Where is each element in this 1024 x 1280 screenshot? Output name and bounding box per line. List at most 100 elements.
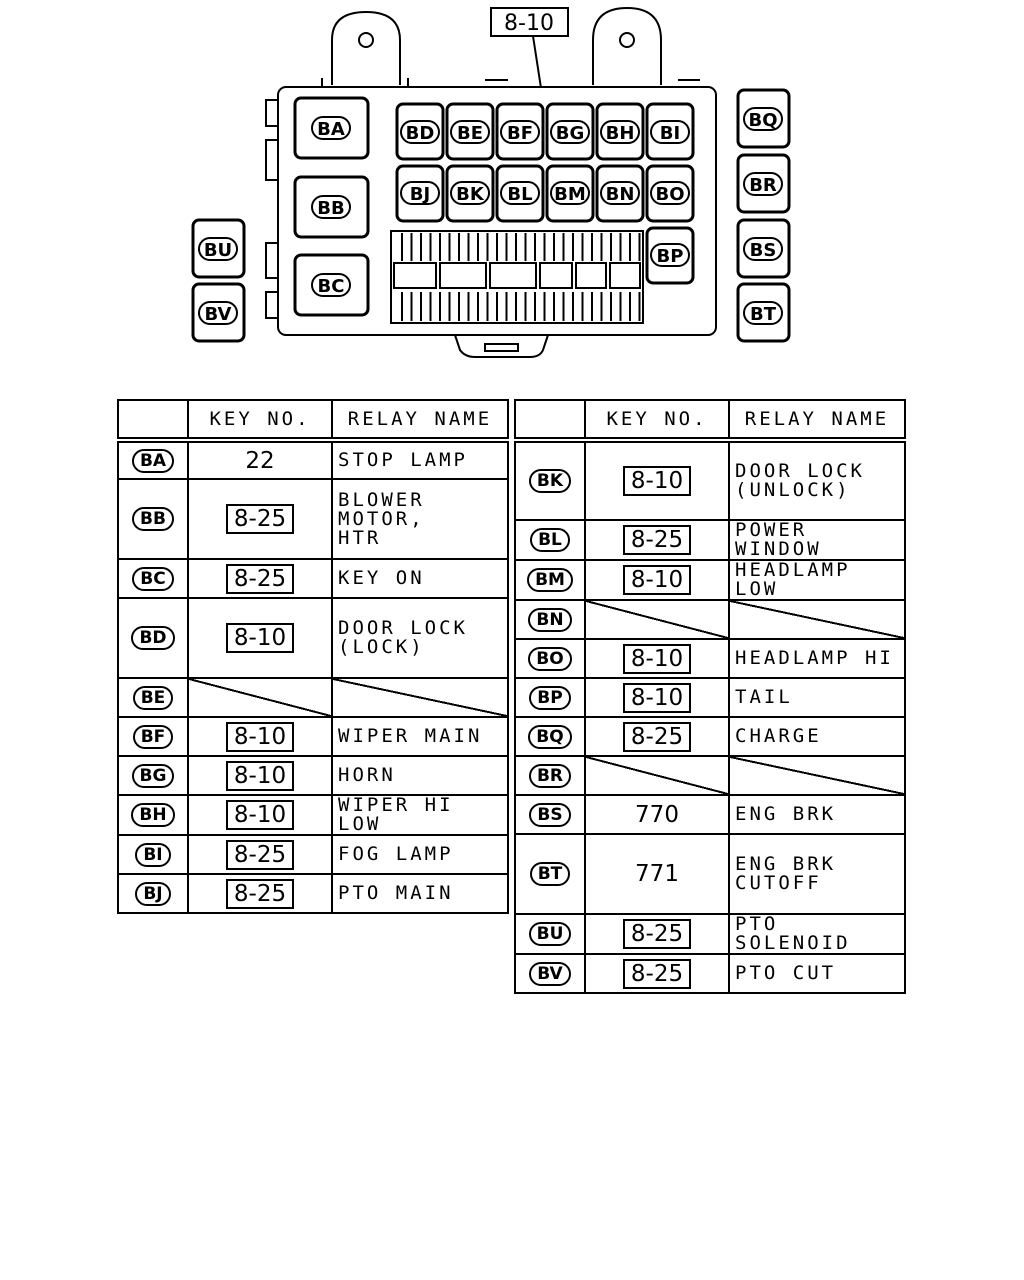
right-mounting-ear (592, 6, 662, 85)
relay-socket (395, 102, 445, 161)
relay-name-cell: DOOR LOCK (LOCK) (331, 597, 509, 679)
relay-name-cell: KEY ON (331, 558, 509, 599)
relay-name-cell: STOP LAMP (331, 439, 509, 480)
relay-code-cell: BO (514, 638, 586, 679)
relay-name-cell: WIPER MAIN (331, 716, 509, 757)
key-no-cell (187, 677, 333, 718)
relay-code-cell: BE (117, 677, 189, 718)
key-no-cell: 8-10 (584, 559, 730, 601)
relay-code-cell: BK (514, 439, 586, 521)
relay-label: BJ (410, 184, 430, 205)
relay-label-oval (650, 243, 690, 267)
key-no: 22 (245, 447, 275, 474)
relay-socket (445, 164, 495, 223)
top-reference-box (490, 7, 569, 37)
key-no-cell: 8-25 (584, 913, 730, 955)
table-header-row: KEY NO. RELAY NAME (117, 399, 509, 441)
relay-label: BB (317, 198, 344, 219)
relay-label: BQ (748, 110, 777, 131)
relay-label-oval (550, 120, 590, 144)
relay-code-cell: BC (117, 558, 189, 599)
relay-label: BV (205, 304, 232, 325)
relay-code: BH (131, 803, 175, 827)
relay-name-cell (331, 677, 509, 718)
relay-code-cell: BQ (514, 716, 586, 757)
table-row: BR (514, 755, 906, 796)
relay-socket (545, 164, 595, 223)
relay-code: BJ (135, 881, 171, 906)
relay-label-oval (450, 181, 490, 205)
relay-name: HEADLAMP HI (735, 647, 894, 669)
relay-code: BU (528, 922, 572, 946)
relay-label: BL (507, 184, 532, 205)
fuse-block (390, 230, 644, 324)
relay-code: BQ (528, 724, 572, 749)
key-no: 8-10 (225, 760, 295, 791)
key-no: 8-25 (225, 839, 295, 870)
relay-name: PTO MAIN (338, 882, 454, 904)
key-no-cell: 8-10 (584, 677, 730, 718)
relay-label: BU (204, 240, 232, 261)
relay-label-oval (311, 273, 351, 297)
relay-socket (495, 164, 545, 223)
relay-name-cell: POWER WINDOW (728, 519, 906, 561)
relay-code: BN (528, 607, 572, 632)
key-no-cell: 8-10 (584, 638, 730, 679)
relay-name-cell: PTO MAIN (331, 873, 509, 914)
relay-code-cell: BF (117, 716, 189, 757)
key-no: 8-25 (225, 504, 295, 534)
key-no: 771 (635, 861, 679, 887)
relay-name: BLOWER MOTOR, HTR (338, 488, 425, 549)
relay-label: BC (318, 276, 345, 297)
relay-socket (736, 88, 791, 149)
left-mounting-ear (331, 10, 401, 85)
relay-name: HORN (338, 764, 396, 786)
relay-label: BA (317, 119, 345, 140)
top-reference-label: 8-10 (504, 11, 554, 36)
key-no-cell: 8-25 (584, 953, 730, 994)
relay-label-oval (450, 120, 490, 144)
relay-label: BP (657, 246, 684, 267)
relay-socket (445, 102, 495, 161)
relay-code: BK (528, 469, 572, 493)
key-no: 8-25 (225, 878, 295, 909)
relay-name-cell: HEADLAMP HI (728, 638, 906, 679)
relay-socket (595, 164, 645, 223)
relay-label: BF (507, 123, 533, 144)
header-code (514, 399, 586, 441)
relay-code-cell: BP (514, 677, 586, 718)
relay-name: DOOR LOCK (LOCK) (338, 617, 468, 658)
header-relay-name: RELAY NAME (728, 399, 906, 441)
relay-name: WIPER HI LOW (338, 794, 454, 835)
key-no-cell: 8-10 (187, 755, 333, 796)
relay-name-cell: TAIL (728, 677, 906, 718)
relay-code-cell: BI (117, 834, 189, 875)
relay-name: ENG BRK CUTOFF (735, 853, 837, 894)
relay-code-cell: BD (117, 597, 189, 679)
relay-code-cell: BS (514, 794, 586, 835)
bottom-clip (454, 334, 549, 358)
header-key-no: KEY NO. (187, 399, 333, 441)
relay-name: POWER WINDOW (735, 519, 822, 560)
relay-label-oval (198, 237, 238, 261)
key-no-cell: 8-10 (187, 794, 333, 836)
relay-code-cell: BN (514, 599, 586, 640)
relay-socket (645, 226, 695, 285)
relay-label: BN (606, 184, 635, 205)
header-key-no: KEY NO. (584, 399, 730, 441)
relay-code: BD (131, 626, 175, 650)
key-no-cell: 8-25 (584, 519, 730, 561)
relay-name: HEADLAMP LOW (735, 559, 851, 600)
relay-label-oval (650, 181, 690, 205)
relay-label-oval (743, 107, 783, 131)
header-relay-name: RELAY NAME (331, 399, 509, 441)
relay-label-oval (550, 181, 590, 205)
